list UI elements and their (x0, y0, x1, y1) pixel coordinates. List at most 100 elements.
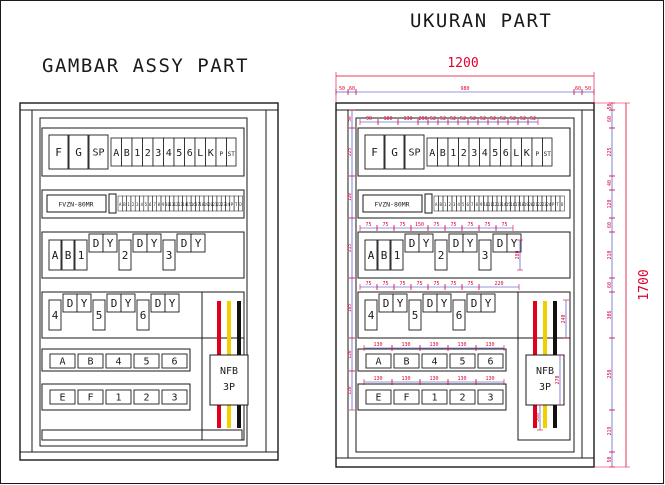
plc-terminal-label: 17 (515, 202, 520, 207)
control-device-box (392, 293, 408, 313)
control-device-label: B (65, 249, 72, 262)
row5-label: 6 (171, 357, 177, 368)
dim-value: 52 (530, 116, 536, 122)
plc-terminal-label: 23 (221, 202, 226, 207)
row6-relay (161, 389, 188, 405)
dim-value: 60 (607, 116, 613, 122)
control-device-box (136, 299, 150, 331)
dim-value: 52 (480, 116, 486, 122)
dim-value: 75 (399, 222, 405, 228)
terminal-label: 5 (492, 148, 498, 159)
row5-label: 5 (459, 357, 465, 368)
dim-value: 220 (494, 281, 503, 287)
dim-value: 75 (484, 222, 490, 228)
terminal-label: 6 (187, 148, 193, 159)
control-device-box (190, 233, 206, 253)
plc-terminal-label: 3 (453, 202, 456, 207)
row5-relay (365, 353, 392, 369)
dim-value: 52 (440, 116, 446, 122)
plc-terminal-label: 20 (528, 202, 533, 207)
nfb-body (209, 354, 249, 406)
plc-body (362, 194, 423, 213)
plc-terminal-label: 9 (162, 202, 165, 207)
main-switch-box (88, 134, 109, 170)
dim-value: 75 (450, 281, 456, 287)
dim-value: 180 (383, 116, 392, 122)
plc-terminal-label: 15 (187, 202, 192, 207)
terminal-label: ST (544, 151, 552, 158)
control-device-box (48, 299, 62, 331)
row5-label: 4 (431, 357, 437, 368)
row5-relay (105, 353, 132, 369)
dim-value: 75 (365, 281, 371, 287)
control-device-box (92, 299, 106, 331)
control-device-label: 4 (368, 309, 375, 322)
plc-terminal-label: D (239, 202, 242, 207)
plc-terminal-label: 23 (542, 202, 547, 207)
dim-value: 50 (339, 86, 345, 92)
plc-terminal-label: 12 (174, 202, 179, 207)
plc-terminal-label: A (119, 202, 122, 207)
plc-terminal-label: 11 (488, 202, 493, 207)
dim-value: 200 (418, 116, 427, 122)
control-device-box (61, 239, 75, 271)
control-device-label: 6 (140, 309, 147, 322)
dim-value: 130 (457, 342, 466, 348)
main-switch-label: SP (92, 148, 104, 159)
plc-terminal-label: T (235, 202, 238, 207)
dim-value: 120 (347, 386, 353, 394)
dim-value: 75 (382, 222, 388, 228)
dim-value: 60 (575, 86, 581, 92)
control-device-label: Y (467, 237, 474, 250)
plc-terminal-label: 15 (506, 202, 511, 207)
dim-value: 130 (429, 376, 438, 382)
control-device-box (434, 239, 448, 271)
dim-value: 219 (607, 426, 613, 435)
plc-terminal-label: 3 (136, 202, 139, 207)
control-device-label: D (427, 297, 434, 310)
terminal-label: L (513, 148, 519, 159)
dim-value: 225 (607, 147, 613, 156)
control-device-label: D (181, 237, 188, 250)
overall-width: 1200 (447, 56, 478, 71)
dim-value: 75 (365, 222, 371, 228)
dim-value: 130 (403, 116, 412, 122)
control-device-box (452, 299, 466, 331)
main-switch-box (404, 134, 425, 170)
row5-relay (449, 353, 476, 369)
plc-terminal-label: 19 (524, 202, 529, 207)
dim-value: 60 (607, 222, 613, 228)
plc-terminal-label: 16 (510, 202, 515, 207)
dim-value: 52 (500, 116, 506, 122)
terminal-label: 2 (145, 148, 151, 159)
main-switch-label: SP (408, 148, 420, 159)
control-device-box (120, 293, 136, 313)
plc-terminal-label: T (557, 202, 560, 207)
dim-value: 75 (450, 222, 456, 228)
row6-label: 1 (431, 393, 437, 404)
dim-value: 120 (607, 199, 613, 208)
terminal-label: ST (228, 151, 236, 158)
row6-label: 2 (143, 393, 149, 404)
dim-value: 60 (349, 86, 355, 92)
control-device-label: Y (169, 297, 176, 310)
terminal-label: 5 (176, 148, 182, 159)
terminal-label: B (124, 148, 130, 159)
terminal-label: 4 (166, 148, 172, 159)
plc-terminal-label: 16 (191, 202, 196, 207)
row6-label: E (59, 393, 65, 404)
plc-terminal-label: A (435, 202, 438, 207)
row6-label: 3 (487, 393, 493, 404)
control-device-label: D (111, 297, 118, 310)
control-device-label: D (67, 297, 74, 310)
dim-value: 75 (433, 222, 439, 228)
control-device-label: 1 (394, 249, 401, 262)
control-device-box (102, 233, 118, 253)
control-device-box (164, 293, 180, 313)
plc-terminal-label: 7 (471, 202, 474, 207)
row6-relay (449, 389, 476, 405)
plc-label: FVZN-80MR (58, 201, 93, 209)
